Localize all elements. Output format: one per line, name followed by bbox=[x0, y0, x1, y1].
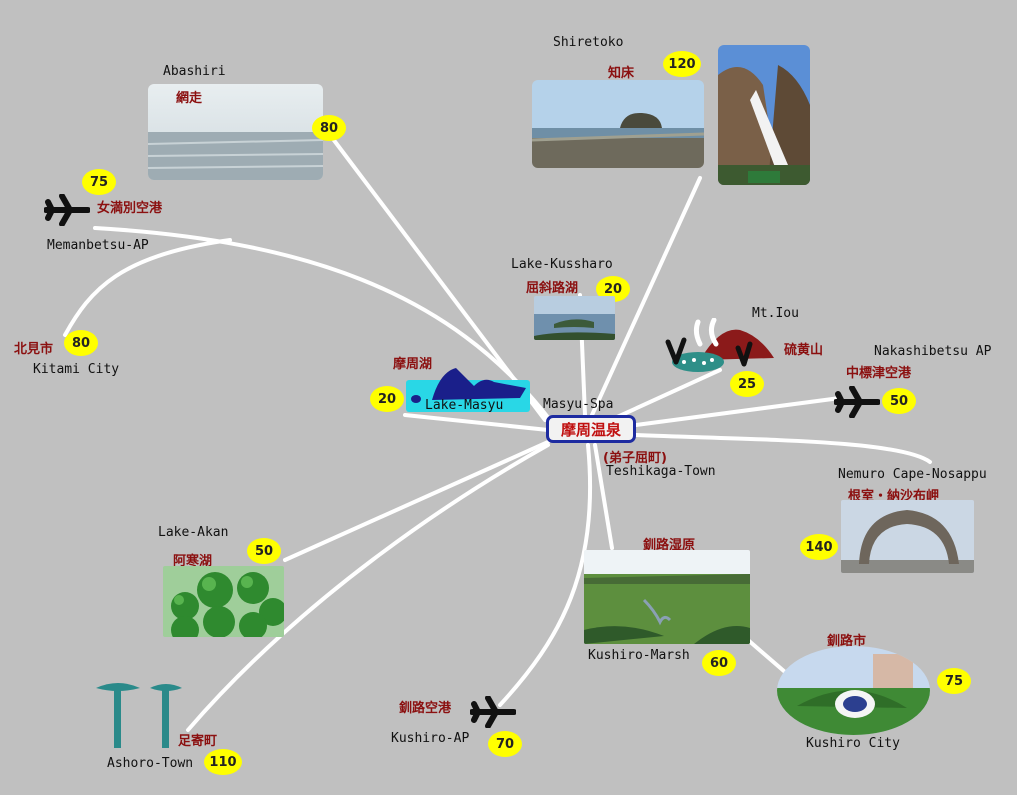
center-label-en: Masyu-Spa bbox=[543, 397, 614, 412]
kussharo-label-jp: 屈斜路湖 bbox=[526, 281, 579, 296]
kushiro-label-jp: 釧路市 bbox=[827, 634, 867, 649]
masyu-label-en: Lake-Masyu bbox=[425, 398, 504, 413]
memanbetsu-label-jp: 女満別空港 bbox=[97, 201, 163, 216]
kussharo-photo bbox=[534, 296, 615, 340]
teshikaga-label-en: Teshikaga-Town bbox=[606, 464, 716, 479]
memanbetsu-label-en: Memanbetsu-AP bbox=[47, 238, 149, 253]
nemuro-distance-badge: 140 bbox=[800, 534, 838, 560]
marsh-label-jp: 釧路湿原 bbox=[643, 538, 696, 553]
ashoro-distance-badge: 110 bbox=[204, 749, 242, 775]
ashoro-label-jp: 足寄町 bbox=[178, 734, 218, 749]
kushiroap-distance-badge: 70 bbox=[488, 731, 522, 757]
kitami-label-en: Kitami City bbox=[33, 362, 120, 377]
lake-icon bbox=[406, 368, 530, 412]
nakashibetsu-label-jp: 中標津空港 bbox=[846, 366, 912, 381]
airplane-icon bbox=[834, 386, 880, 418]
airplane-icon bbox=[44, 194, 90, 226]
kitami-distance-badge: 80 bbox=[64, 330, 98, 356]
route-kitami bbox=[63, 238, 232, 337]
shiretoko-label-jp: 知床 bbox=[608, 66, 635, 81]
iou-label-jp: 硫黄山 bbox=[784, 343, 824, 358]
route-kushiro bbox=[746, 638, 787, 674]
akan-label-en: Lake-Akan bbox=[158, 525, 229, 540]
marsh-label-en: Kushiro-Marsh bbox=[588, 648, 690, 663]
mountain-icon bbox=[665, 318, 774, 372]
iou-label-en: Mt.Iou bbox=[752, 306, 799, 321]
route-ashoro bbox=[186, 443, 550, 732]
abashiri-label-jp-overlay: 網走 bbox=[176, 91, 203, 106]
kushiro-label-en: Kushiro City bbox=[806, 736, 900, 751]
nemuro-label-en: Nemuro Cape-Nosappu bbox=[838, 467, 987, 482]
route-nakashibetsu bbox=[634, 396, 842, 427]
nakashibetsu-label-en: Nakashibetsu AP bbox=[874, 344, 992, 359]
ashoro-label-en: Ashoro-Town bbox=[107, 756, 194, 771]
masyu-spa-center-marker[interactable]: 摩周温泉 bbox=[546, 415, 636, 443]
akan-label-jp: 阿寒湖 bbox=[173, 554, 213, 569]
nakashibetsu-distance-badge: 50 bbox=[882, 388, 916, 414]
airplane-icon bbox=[470, 696, 516, 728]
route-memanbetsu bbox=[93, 226, 552, 422]
shiretoko-photo bbox=[532, 80, 704, 168]
route-shiretoko bbox=[590, 176, 702, 417]
kushiroap-label-jp: 釧路空港 bbox=[399, 701, 452, 716]
marsh-photo bbox=[584, 550, 750, 644]
shiretoko-label-en: Shiretoko bbox=[553, 35, 624, 50]
route-akan bbox=[283, 440, 550, 562]
masyu-label-jp: 摩周湖 bbox=[393, 357, 433, 372]
shiretoko-distance-badge: 120 bbox=[663, 51, 701, 77]
kushiro-city-photo bbox=[777, 646, 930, 735]
route-iou bbox=[613, 368, 722, 420]
kushiro-distance-badge: 75 bbox=[937, 668, 971, 694]
marsh-distance-badge: 60 bbox=[702, 650, 736, 676]
teshikaga-label-jp: (弟子屈町) bbox=[603, 451, 667, 466]
abashiri-distance-badge: 80 bbox=[312, 115, 346, 141]
kussharo-label-en: Lake-Kussharo bbox=[511, 257, 613, 272]
route-kushiroap bbox=[498, 443, 593, 707]
memanbetsu-distance-badge: 75 bbox=[82, 169, 116, 195]
route-nemuro bbox=[634, 433, 932, 464]
masyu-distance-badge: 20 bbox=[370, 386, 404, 412]
iou-distance-badge: 25 bbox=[730, 371, 764, 397]
kitami-label-jp: 北見市 bbox=[14, 342, 54, 357]
abashiri-photo bbox=[148, 84, 323, 180]
nemuro-photo bbox=[841, 500, 974, 573]
route-marsh bbox=[593, 443, 614, 550]
akan-marimo-photo bbox=[163, 566, 284, 637]
kushiroap-label-en: Kushiro-AP bbox=[391, 731, 470, 746]
route-masyu bbox=[403, 413, 550, 432]
monument-icon bbox=[96, 683, 182, 748]
akan-distance-badge: 50 bbox=[247, 538, 281, 564]
abashiri-label-en: Abashiri bbox=[163, 64, 226, 79]
shiretoko-waterfall-photo bbox=[718, 45, 810, 185]
